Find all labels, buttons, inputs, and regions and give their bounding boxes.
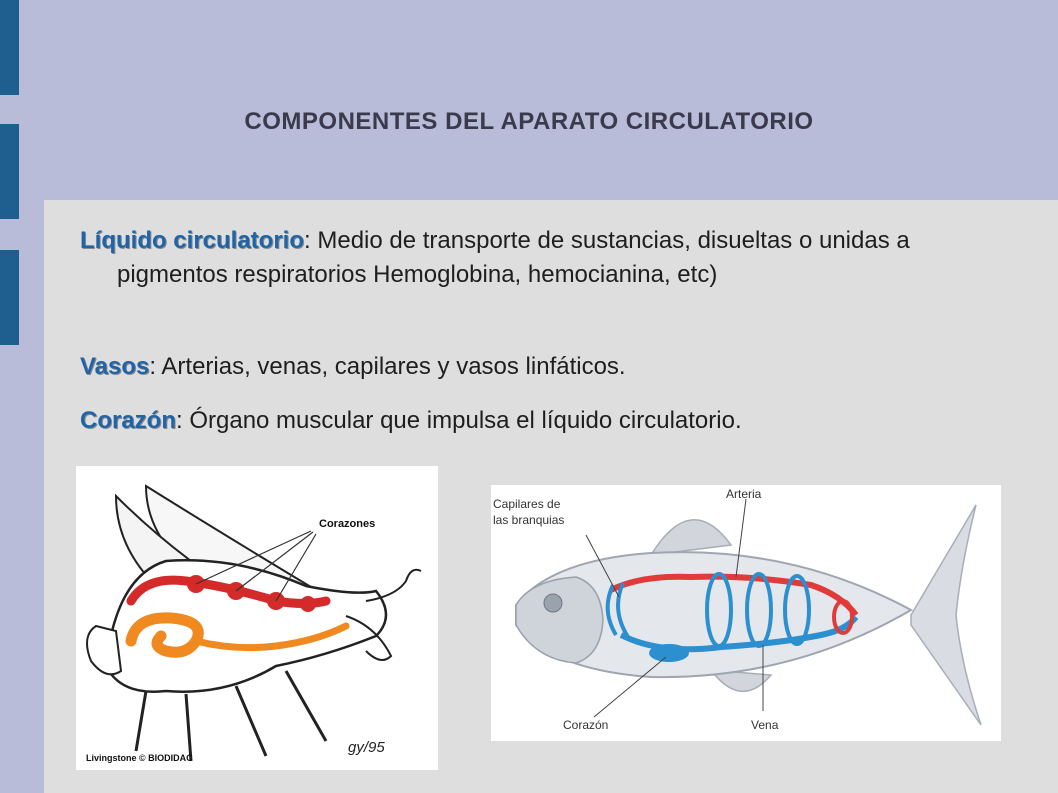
insect-drawing: Corazones Livingstone © BIODIDAC gy/95: [86, 484, 422, 763]
accent-bar-bottom: [0, 250, 19, 345]
bullet-liquido: Líquido circulatorio: Medio de transport…: [80, 224, 997, 292]
bullet-vasos: Vasos: Arterias, venas, capilares y vaso…: [80, 350, 980, 384]
insect-circulation-figure: Corazones Livingstone © BIODIDAC gy/95: [76, 466, 438, 770]
label-hearts: Corazones: [319, 518, 375, 530]
label-artery: Arteria: [726, 487, 762, 501]
accent-bar-middle: [0, 124, 19, 219]
bullet-term: Vasos: [80, 353, 150, 380]
label-heart: Corazón: [563, 718, 608, 732]
slide-title: COMPONENTES DEL APARATO CIRCULATORIO: [244, 108, 814, 135]
figure-credit: Livingstone © BIODIDAC: [86, 753, 193, 763]
bullet-text: : Órgano muscular que impulsa el líquido…: [176, 407, 742, 434]
bullet-term: Líquido circulatorio: [80, 227, 305, 254]
bullet-text: : Arterias, venas, capilares y vasos lin…: [149, 353, 626, 380]
label-vein: Vena: [751, 718, 779, 732]
bullet-term: Corazón: [80, 407, 176, 434]
bullet-text: : Medio de transporte de sustancias, dis…: [117, 227, 910, 288]
bullet-corazon: Corazón: Órgano muscular que impulsa el …: [80, 404, 1000, 438]
accent-bar-top: [0, 0, 19, 95]
label-gill-capillaries-line1: Capilares de: [493, 497, 561, 511]
fish-circulation-figure: Capilares de las branquias Arteria Coraz…: [491, 485, 1001, 741]
label-gill-capillaries-line2: las branquias: [493, 513, 564, 527]
artist-signature: gy/95: [348, 739, 385, 756]
fish-drawing: Capilares de las branquias Arteria Coraz…: [493, 487, 982, 732]
